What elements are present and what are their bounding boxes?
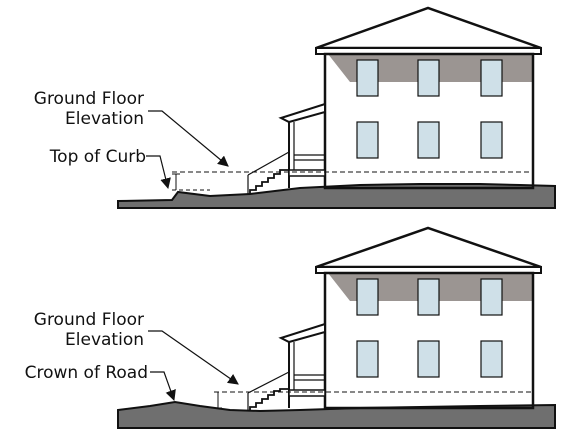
- stairs: [249, 388, 289, 411]
- window: [480, 121, 503, 159]
- window: [356, 340, 379, 378]
- window: [356, 278, 379, 316]
- porch-roof: [278, 322, 326, 344]
- ground-floor-label-line2: Elevation: [65, 109, 144, 129]
- porch-deck: [288, 389, 326, 397]
- porch-roof: [278, 102, 326, 124]
- house: [247, 6, 542, 194]
- ground-floor-label-line2: Elevation: [65, 330, 144, 350]
- floor-leader: [148, 110, 229, 167]
- ground-floor-label-line1: Ground Floor: [34, 310, 144, 330]
- window: [356, 59, 379, 97]
- ground-profile: [117, 183, 556, 209]
- stairs: [249, 169, 289, 194]
- window: [480, 278, 503, 316]
- ground-profile: [117, 400, 556, 429]
- house-wall: [323, 52, 535, 190]
- window: [417, 340, 440, 378]
- window: [356, 121, 379, 159]
- road-leader: [150, 371, 176, 402]
- roof: [315, 6, 542, 50]
- window: [417, 278, 440, 316]
- window: [417, 121, 440, 159]
- panel-top-of-curb: Ground Floor Elevation Top of Curb: [34, 6, 556, 209]
- panel-crown-of-road: Ground Floor Elevation Crown of Road: [25, 226, 556, 429]
- roof: [315, 226, 542, 269]
- house: [247, 226, 542, 411]
- window: [480, 59, 503, 97]
- porch-deck: [288, 169, 326, 177]
- crown-of-road-label: Crown of Road: [25, 363, 148, 383]
- window: [417, 59, 440, 97]
- top-of-curb-label: Top of Curb: [49, 147, 146, 167]
- stair-rail: [247, 371, 290, 394]
- window: [480, 340, 503, 378]
- stair-rail: [247, 151, 290, 176]
- ground-floor-label-line1: Ground Floor: [34, 89, 144, 109]
- curb-leader: [146, 155, 171, 190]
- house-wall: [323, 271, 535, 410]
- floor-leader: [148, 330, 239, 385]
